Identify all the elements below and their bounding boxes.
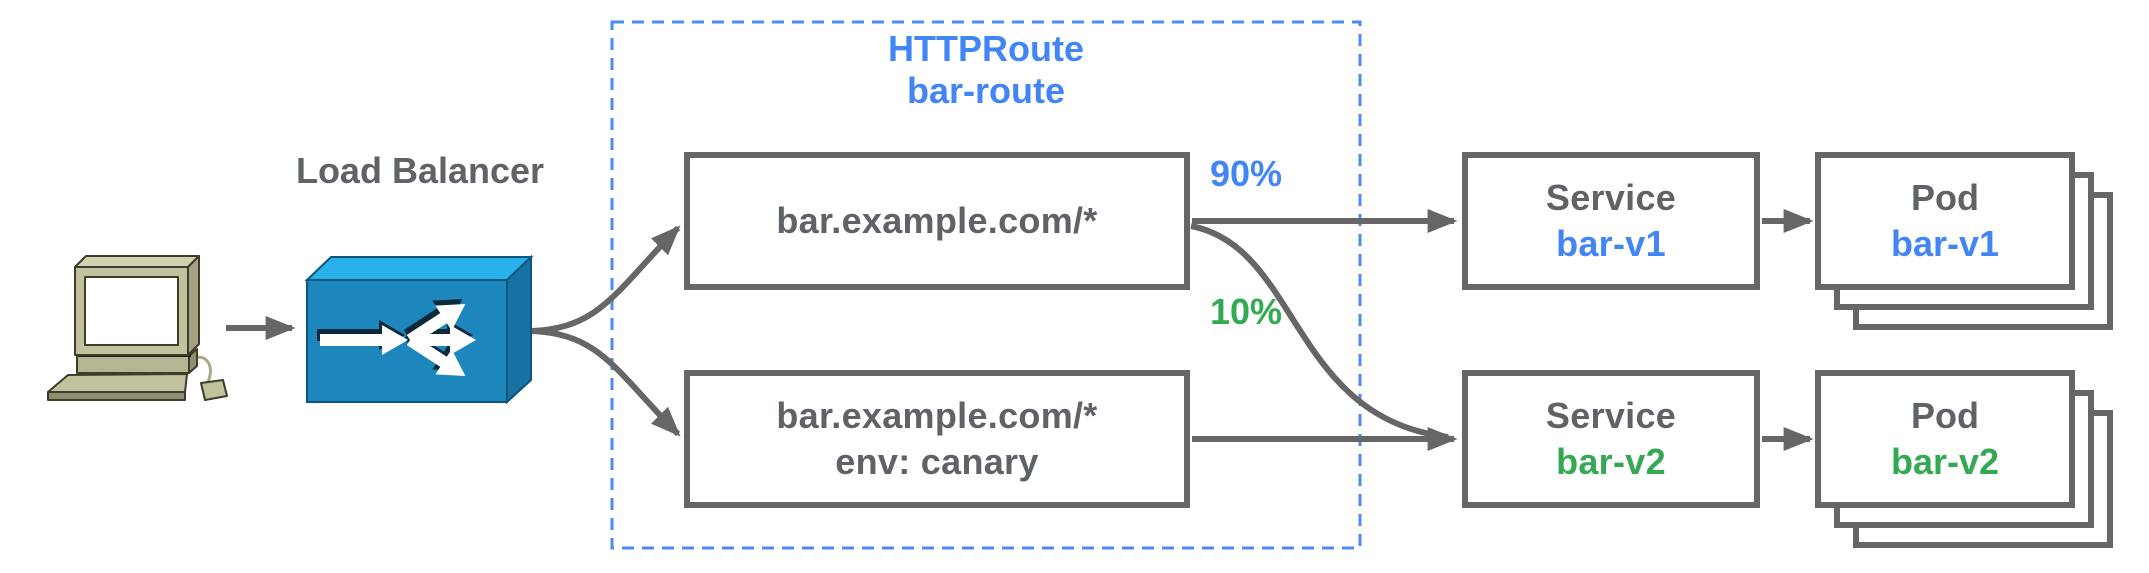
weight-10-label: 10%	[1210, 291, 1283, 332]
pod-bar-v1-card: Pod bar-v1	[1815, 152, 2075, 290]
monitor-top	[74, 255, 200, 268]
service-bar-v2-box: Service bar-v2	[1462, 370, 1760, 508]
service-v1-name: bar-v1	[1556, 223, 1666, 264]
arrow-lb-to-rule2	[531, 328, 681, 437]
service-v2-name: bar-v2	[1556, 441, 1666, 482]
pod-bar-v2-stack: Pod bar-v2	[1815, 370, 2125, 560]
weight-90-label: 90%	[1210, 153, 1283, 194]
httproute-name-label: bar-route	[906, 70, 1065, 111]
httproute-title: HTTPRoute bar-route	[612, 28, 1360, 112]
service-v2-kind: Service	[1545, 395, 1677, 436]
desktop-computer-icon	[47, 255, 228, 401]
route-rule-2-match: bar.example.com/*	[776, 395, 1098, 436]
service-v1-kind: Service	[1545, 177, 1677, 218]
service-bar-v1-box: Service bar-v1	[1462, 152, 1760, 290]
monitor-side	[187, 255, 200, 356]
traffic-splitter-icon	[304, 254, 534, 405]
route-rule-2-header: env: canary	[835, 441, 1039, 482]
pod-v2-name: bar-v2	[1890, 441, 2000, 482]
screen	[84, 276, 179, 346]
route-rule-1-box: bar.example.com/*	[684, 152, 1190, 290]
keyboard	[47, 373, 188, 393]
lb-arrows	[320, 304, 476, 376]
arrow-lb-to-rule1	[531, 225, 681, 334]
keyboard-front-edge	[47, 391, 186, 401]
pod-v1-kind: Pod	[1911, 177, 1979, 218]
curve-rule1-to-service-v2	[1190, 223, 1449, 440]
route-rule-1-match: bar.example.com/*	[776, 200, 1098, 241]
pod-bar-v1-stack: Pod bar-v1	[1815, 152, 2125, 342]
pod-v2-kind: Pod	[1911, 395, 1979, 436]
lb-side-face	[506, 254, 532, 405]
lb-top-face	[304, 256, 534, 281]
pod-v1-name: bar-v1	[1890, 223, 2000, 264]
route-rule-2-box: bar.example.com/* env: canary	[684, 370, 1190, 508]
mouse	[200, 379, 228, 401]
httproute-kind-label: HTTPRoute	[888, 28, 1084, 69]
httproute-boundary	[610, 20, 1362, 550]
computer-base	[76, 355, 190, 374]
pod-bar-v2-card: Pod bar-v2	[1815, 370, 2075, 508]
load-balancer-label: Load Balancer	[295, 150, 545, 191]
